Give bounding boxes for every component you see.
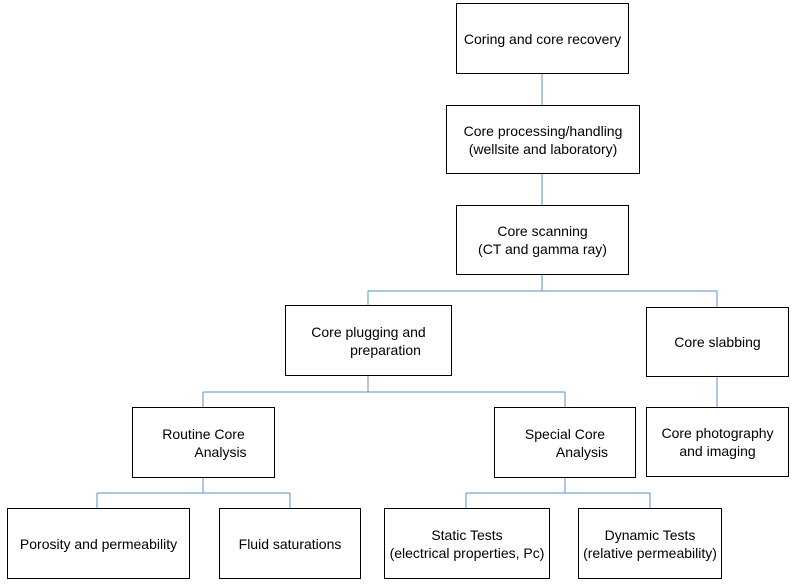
node-dynamic: Dynamic Tests (relative permeability) xyxy=(578,508,722,579)
node-routine: Routine Core Analysis xyxy=(132,407,275,478)
node-porosity: Porosity and permeability xyxy=(7,508,190,579)
node-special-line1: Special Core xyxy=(524,425,606,442)
node-routine-line2: Analysis xyxy=(194,443,247,460)
node-coring: Coring and core recovery xyxy=(456,3,629,74)
node-slabbing-label: Core slabbing xyxy=(674,334,761,350)
node-special-line2: Analysis xyxy=(555,443,609,460)
node-plugging: Core plugging and preparation xyxy=(285,305,452,376)
node-static-line1: Static Tests xyxy=(431,526,503,543)
node-scanning: Core scanning (CT and gamma ray) xyxy=(456,205,629,275)
node-dynamic-line2: (relative permeability) xyxy=(583,544,717,561)
connector-scanning-children xyxy=(367,275,718,307)
node-processing-line2: (wellsite and laboratory) xyxy=(468,140,618,157)
node-special: Special Core Analysis xyxy=(494,407,636,478)
node-photography-line2: and imaging xyxy=(679,443,756,459)
connector-plugging-children xyxy=(202,376,566,407)
connector-special-children xyxy=(465,478,651,508)
node-dynamic-line1: Dynamic Tests xyxy=(604,526,696,543)
node-routine-line1: Routine Core xyxy=(162,425,245,442)
node-plugging-line1: Core plugging and xyxy=(311,323,426,340)
node-fluid-label: Fluid saturations xyxy=(238,535,342,552)
node-plugging-line2: preparation xyxy=(350,341,421,358)
node-scanning-line1: Core scanning xyxy=(497,223,588,239)
node-fluid: Fluid saturations xyxy=(219,508,361,579)
node-processing-line1: Core processing/handling xyxy=(463,122,623,139)
node-processing: Core processing/handling (wellsite and l… xyxy=(446,105,640,174)
node-porosity-label: Porosity and permeability xyxy=(19,535,178,552)
node-photography: Core photography and imaging xyxy=(646,407,789,477)
connector-routine-children xyxy=(96,478,291,508)
node-scanning-line2: (CT and gamma ray) xyxy=(478,241,607,257)
node-photography-line1: Core photography xyxy=(661,425,774,441)
node-static-line2: (electrical properties, Pc) xyxy=(389,544,545,561)
node-static: Static Tests (electrical properties, Pc) xyxy=(384,508,550,579)
node-slabbing: Core slabbing xyxy=(646,307,789,377)
node-coring-label: Coring and core recovery xyxy=(463,30,622,47)
